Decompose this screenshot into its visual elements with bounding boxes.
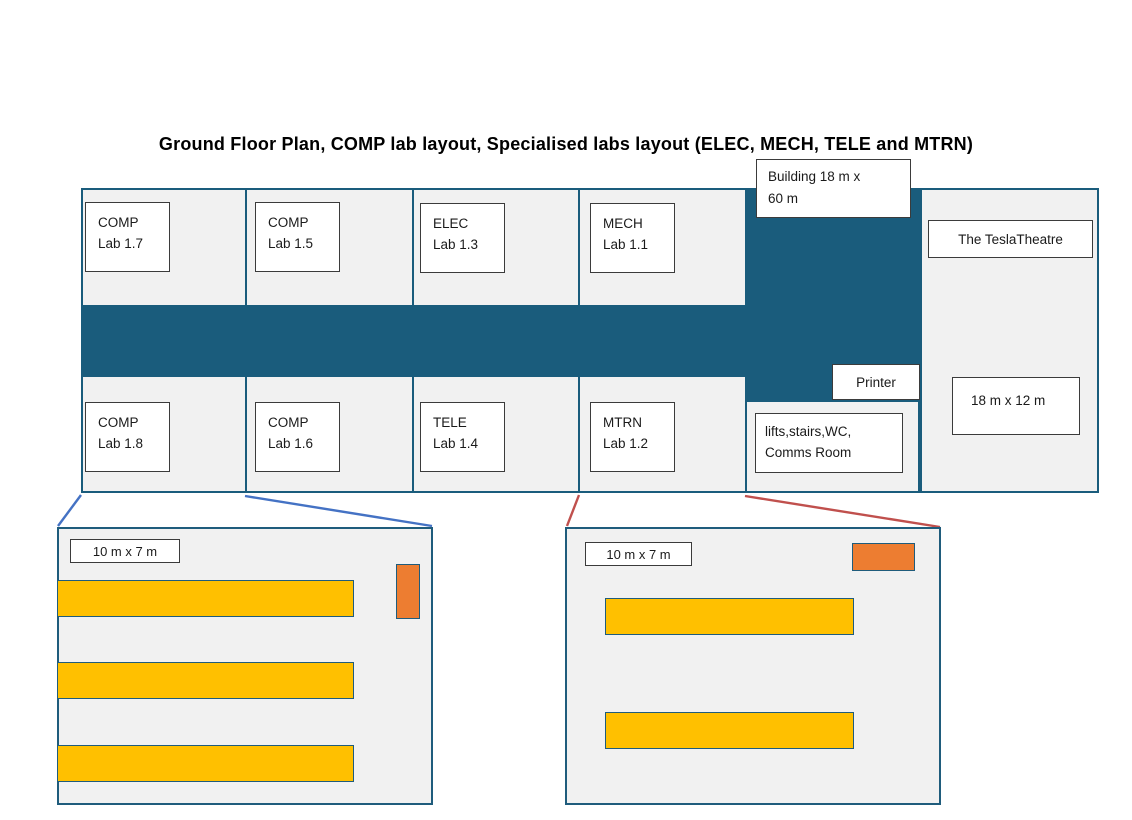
- theatre-size-label: 18 m x 12 m: [952, 377, 1080, 435]
- room-label-comp-lab-1-6: COMP Lab 1.6: [255, 402, 340, 472]
- workbench: [57, 662, 354, 699]
- workbench: [605, 712, 854, 749]
- room-label-elec-lab-1-3: ELEC Lab 1.3: [420, 203, 505, 273]
- building-floor-plan: COMP Lab 1.7 COMP Lab 1.5 ELEC Lab 1.3 M…: [81, 188, 1099, 493]
- workbench: [605, 598, 854, 635]
- section-divider: [578, 377, 580, 491]
- room-label-comp-lab-1-5: COMP Lab 1.5: [255, 202, 340, 272]
- blue-callout-line: [244, 494, 433, 528]
- cabinet: [852, 543, 915, 571]
- comp-lab-size-label: 10 m x 7 m: [70, 539, 180, 563]
- red-callout-line: [744, 494, 941, 529]
- blue-callout-line: [57, 494, 82, 527]
- workbench: [57, 580, 354, 617]
- section-divider: [578, 190, 580, 305]
- room-label-comp-lab-1-7: COMP Lab 1.7: [85, 202, 170, 272]
- page-title: Ground Floor Plan, COMP lab layout, Spec…: [158, 134, 974, 154]
- specialised-lab-size-label: 10 m x 7 m: [585, 542, 692, 566]
- services-label: lifts,stairs,WC, Comms Room: [755, 413, 903, 473]
- red-callout-line: [565, 494, 581, 527]
- section-divider: [245, 190, 247, 305]
- section-divider: [245, 377, 247, 491]
- comp-lab-detail-view: 10 m x 7 m: [57, 527, 433, 805]
- theatre-label: The TeslaTheatre: [928, 220, 1093, 258]
- printer-label: Printer: [832, 364, 920, 400]
- workbench: [57, 745, 354, 782]
- room-label-mtrn-lab-1-2: MTRN Lab 1.2: [590, 402, 675, 472]
- room-label-comp-lab-1-8: COMP Lab 1.8: [85, 402, 170, 472]
- room-label-mech-lab-1-1: MECH Lab 1.1: [590, 203, 675, 273]
- building-dimension-label: Building 18 m x 60 m: [756, 159, 911, 218]
- room-label-tele-lab-1-4: TELE Lab 1.4: [420, 402, 505, 472]
- cabinet: [396, 564, 420, 619]
- section-divider: [412, 377, 414, 491]
- section-divider: [412, 190, 414, 305]
- specialised-lab-detail-view: 10 m x 7 m: [565, 527, 941, 805]
